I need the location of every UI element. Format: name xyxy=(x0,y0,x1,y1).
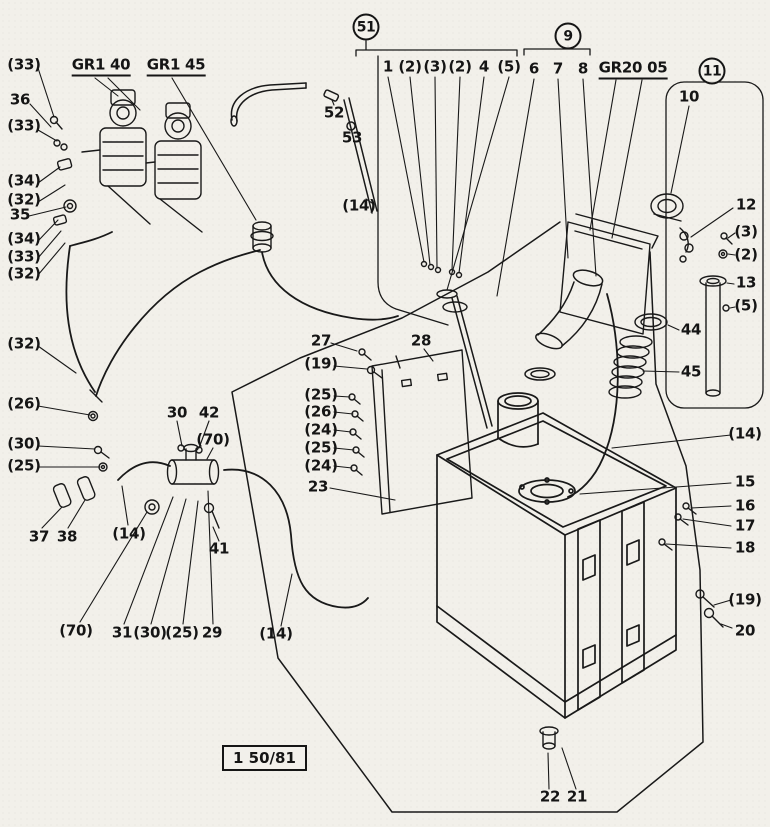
part-label-32: (32) xyxy=(7,334,41,353)
part-label-25: (25) xyxy=(7,456,41,475)
part-label-30: (30) xyxy=(7,434,41,453)
part-label-22: 22 xyxy=(539,787,561,806)
part-label-7: 7 xyxy=(552,59,564,78)
part-label-14: (14) xyxy=(342,196,376,215)
part-label-14: (14) xyxy=(728,424,762,443)
balloon-9: 9 xyxy=(554,22,582,50)
part-label-45: 45 xyxy=(680,362,702,381)
part-label-42: 42 xyxy=(198,403,220,422)
filler-elbow-illustration xyxy=(524,269,604,381)
leader-lines xyxy=(28,67,736,790)
grommet-cluster-illustration xyxy=(420,260,468,313)
part-label-20: 20 xyxy=(734,621,756,640)
part-label-34: (34) xyxy=(7,229,41,248)
carburetors-illustration xyxy=(81,89,203,233)
part-label-30: 30 xyxy=(166,403,188,422)
part-label-25: (25) xyxy=(304,438,338,457)
part-label-26: (26) xyxy=(7,394,41,413)
part-label-38: 38 xyxy=(56,527,78,546)
part-label-37: 37 xyxy=(28,527,50,546)
part-label-24: (24) xyxy=(304,456,338,475)
fuel-pump-illustration xyxy=(144,443,220,529)
group-label-GR1-40: GR1 40 xyxy=(71,57,131,77)
part-label-24: (24) xyxy=(304,420,338,439)
balloon-51: 51 xyxy=(352,13,380,41)
part-label-8: 8 xyxy=(577,59,589,78)
plate-number: 1 50/81 xyxy=(233,749,296,767)
strap-bolts-illustration xyxy=(658,502,724,628)
part-label-25: (25) xyxy=(304,385,338,404)
part-label-18: 18 xyxy=(734,538,756,557)
part-label-14: (14) xyxy=(112,524,146,543)
part-label-26: (26) xyxy=(304,402,338,421)
mounting-plate-illustration xyxy=(348,348,473,515)
drain-plug-illustration xyxy=(539,726,559,750)
fuel-hoses-illustration xyxy=(65,231,619,609)
balloon-11: 11 xyxy=(698,57,726,85)
heat-shield-illustration xyxy=(559,213,659,335)
part-label-23: 23 xyxy=(307,477,329,496)
part-label-34: (34) xyxy=(7,171,41,190)
part-label-36: 36 xyxy=(9,90,31,109)
part-label-12: 12 xyxy=(735,195,757,214)
part-label-52: 52 xyxy=(323,103,345,122)
part-label-33: (33) xyxy=(7,247,41,266)
part-label-53: 53 xyxy=(341,128,363,147)
part-label-25: (25) xyxy=(165,623,199,642)
part-label-1: 1 xyxy=(382,57,394,76)
part-label-33: (33) xyxy=(7,55,41,74)
vent-pipes-illustration xyxy=(230,82,493,429)
part-label-6: 6 xyxy=(528,59,540,78)
part-label-32: (32) xyxy=(7,264,41,283)
part-label-70: (70) xyxy=(59,621,93,640)
part-label-14: (14) xyxy=(259,624,293,643)
part-label-2: (2) xyxy=(398,57,422,76)
part-label-21: 21 xyxy=(566,787,588,806)
filler-neck-illustration xyxy=(608,81,764,409)
fuel-union-illustration xyxy=(89,221,274,403)
part-label-10: 10 xyxy=(678,87,700,106)
plate-number-box: 1 50/81 xyxy=(222,745,307,771)
part-label-70: (70) xyxy=(196,430,230,449)
part-label-13: 13 xyxy=(735,273,757,292)
part-label-28: 28 xyxy=(410,331,432,350)
group-label-GR20-05: GR20 05 xyxy=(598,60,668,80)
callout-brackets xyxy=(355,40,591,326)
part-label-19: (19) xyxy=(728,590,762,609)
part-label-4: 4 xyxy=(478,57,490,76)
part-label-19: (19) xyxy=(304,354,338,373)
part-label-35: 35 xyxy=(9,205,31,224)
part-label-27: 27 xyxy=(310,331,332,350)
small-fasteners-illustration xyxy=(49,115,110,508)
part-label-2: (2) xyxy=(734,245,758,264)
part-label-5: (5) xyxy=(734,296,758,315)
part-label-44: 44 xyxy=(680,320,702,339)
part-label-30: (30) xyxy=(133,623,167,642)
body-panel-outline xyxy=(231,221,704,813)
part-label-41: 41 xyxy=(208,539,230,558)
part-label-16: 16 xyxy=(734,496,756,515)
part-label-31: 31 xyxy=(111,623,133,642)
group-label-GR1-45: GR1 45 xyxy=(146,57,206,77)
part-label-3: (3) xyxy=(734,222,758,241)
part-label-17: 17 xyxy=(734,516,756,535)
part-label-32: (32) xyxy=(7,190,41,209)
fuel-tank-illustration xyxy=(436,392,677,719)
part-label-3: (3) xyxy=(423,57,447,76)
part-label-5: (5) xyxy=(497,57,521,76)
part-label-2: (2) xyxy=(448,57,472,76)
part-label-29: 29 xyxy=(201,623,223,642)
part-label-15: 15 xyxy=(734,472,756,491)
part-label-33: (33) xyxy=(7,116,41,135)
